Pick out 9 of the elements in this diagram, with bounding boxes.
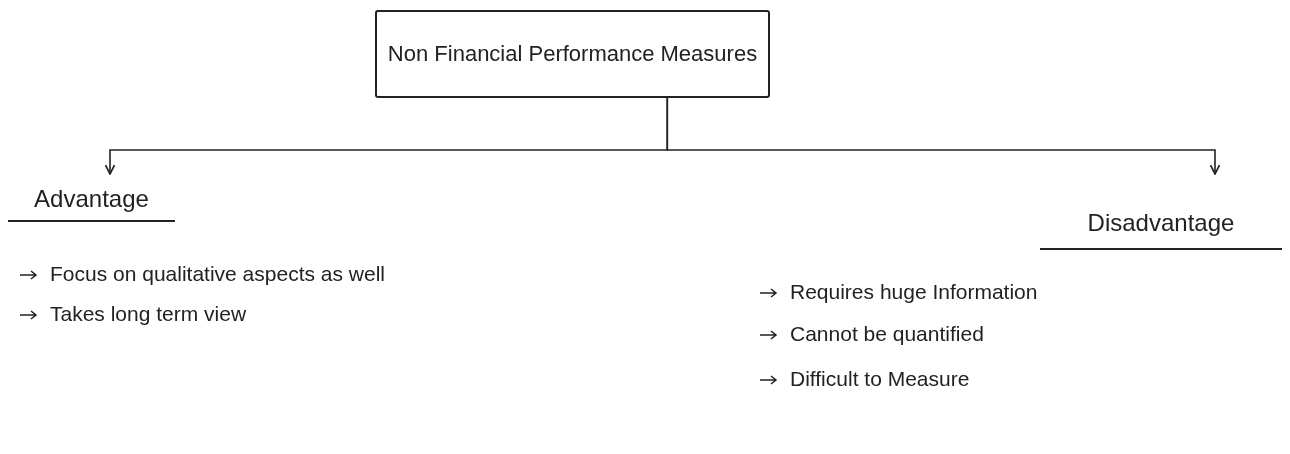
title-box: Non Financial Performance Measures [375,10,770,98]
list-item: Cannot be quantified [790,322,984,346]
list-item: Focus on qualitative aspects as well [50,262,385,286]
list-item: Requires huge Information [790,280,1038,304]
list-item: Difficult to Measure [790,367,970,391]
heading: Disadvantage [1040,198,1282,250]
heading: Advantage [8,178,175,222]
list-item: Takes long term view [50,302,247,326]
arrow [666,97,1221,175]
